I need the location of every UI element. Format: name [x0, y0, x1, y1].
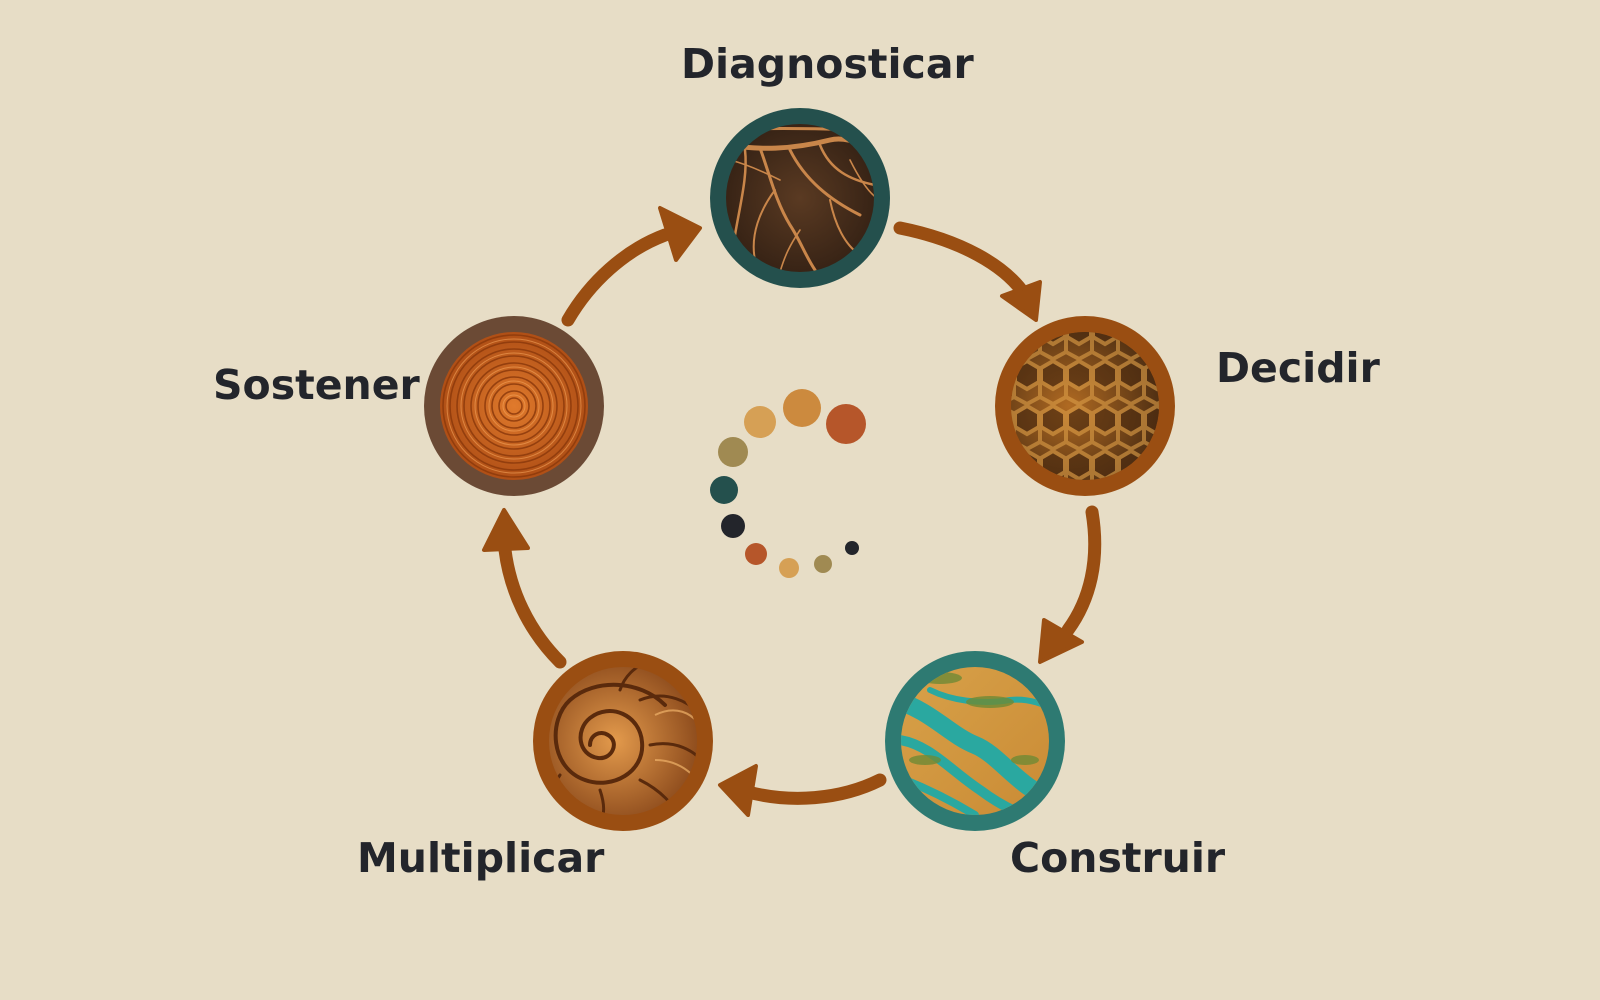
- center-dot: [783, 389, 821, 427]
- center-dot: [845, 541, 859, 555]
- cycle-arrows: [482, 206, 1102, 817]
- tree-rings-image: [440, 332, 588, 480]
- stage-node-multiplicar: [533, 651, 713, 831]
- arrow-sostener-to-diagnosticar: [561, 228, 672, 327]
- honeycomb-image: [1011, 332, 1159, 480]
- stage-label-decidir: Decidir: [1216, 344, 1380, 392]
- center-dot: [826, 404, 866, 444]
- nautilus-image: [549, 667, 697, 815]
- center-dot: [718, 437, 748, 467]
- stage-label-multiplicar: Multiplicar: [357, 834, 605, 882]
- center-dot: [721, 514, 745, 538]
- center-dot: [814, 555, 832, 573]
- stage-label-construir: Construir: [1010, 834, 1226, 882]
- arrow-decidir-to-construir: [1061, 505, 1102, 637]
- stage-node-construir: [885, 651, 1065, 831]
- arrow-multiplicar-to-sostener-head: [482, 508, 530, 552]
- stage-node-decidir: [995, 316, 1175, 496]
- stage-label-sostener: Sostener: [213, 361, 420, 409]
- arrow-construir-to-multiplicar-head: [718, 764, 758, 817]
- stage-node-diagnosticar: [710, 108, 890, 288]
- center-dot: [710, 476, 738, 504]
- roots-image: [726, 124, 874, 272]
- arrow-sostener-to-diagnosticar-head: [658, 206, 702, 262]
- stage-node-sostener: [424, 316, 604, 496]
- arrow-decidir-to-construir-head: [1038, 618, 1084, 664]
- arrow-multiplicar-to-sostener: [498, 543, 567, 669]
- center-dot: [779, 558, 799, 578]
- center-dots-spiral: [710, 389, 866, 578]
- arrow-diagnosticar-to-decidir-head: [1000, 280, 1042, 322]
- center-dot: [745, 543, 767, 565]
- center-dot: [744, 406, 776, 438]
- arrow-construir-to-multiplicar: [741, 773, 887, 805]
- stage-label-diagnosticar: Diagnosticar: [681, 40, 974, 88]
- river-image: [901, 667, 1049, 815]
- arrow-diagnosticar-to-decidir: [893, 221, 1032, 302]
